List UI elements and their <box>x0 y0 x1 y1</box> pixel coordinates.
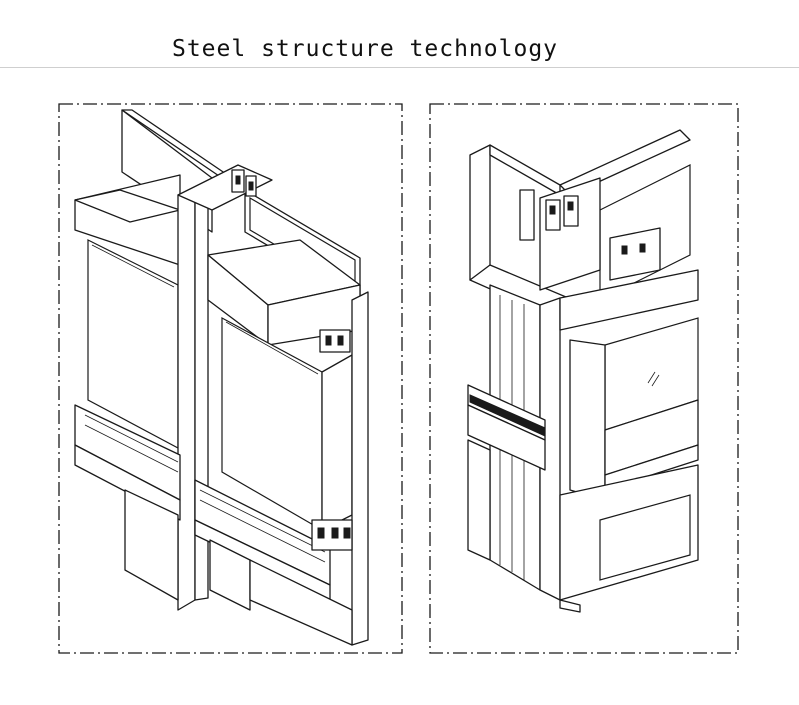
anchor-connector-body <box>467 404 546 471</box>
left-lower-band <box>74 444 181 521</box>
left-base-block <box>124 489 179 601</box>
exterior-view-drawing <box>58 103 403 654</box>
right-unit-frame-side <box>569 339 606 501</box>
title-divider <box>0 67 799 68</box>
diagram-title: Steel structure technology <box>171 36 559 62</box>
exterior-view-panel <box>58 103 403 654</box>
exterior-view-border <box>58 103 403 654</box>
clip-b <box>563 195 579 227</box>
clip-a <box>545 199 561 231</box>
lower-bracket-leg <box>467 439 491 561</box>
bracket-inner-plate <box>519 189 535 241</box>
right-transom-profile <box>609 227 661 281</box>
right-unit-top-frame <box>559 269 699 331</box>
interior-view-border <box>429 103 739 654</box>
bracket-top-flange <box>489 144 561 196</box>
right-base-block <box>249 559 353 646</box>
center-base-block <box>209 539 251 611</box>
top-mullion-block <box>539 177 601 291</box>
bracket-left-leg <box>469 144 491 281</box>
anchor-connector-bolts <box>469 394 546 437</box>
lower-spandrel-panel <box>599 494 691 581</box>
lower-sill <box>559 599 581 613</box>
